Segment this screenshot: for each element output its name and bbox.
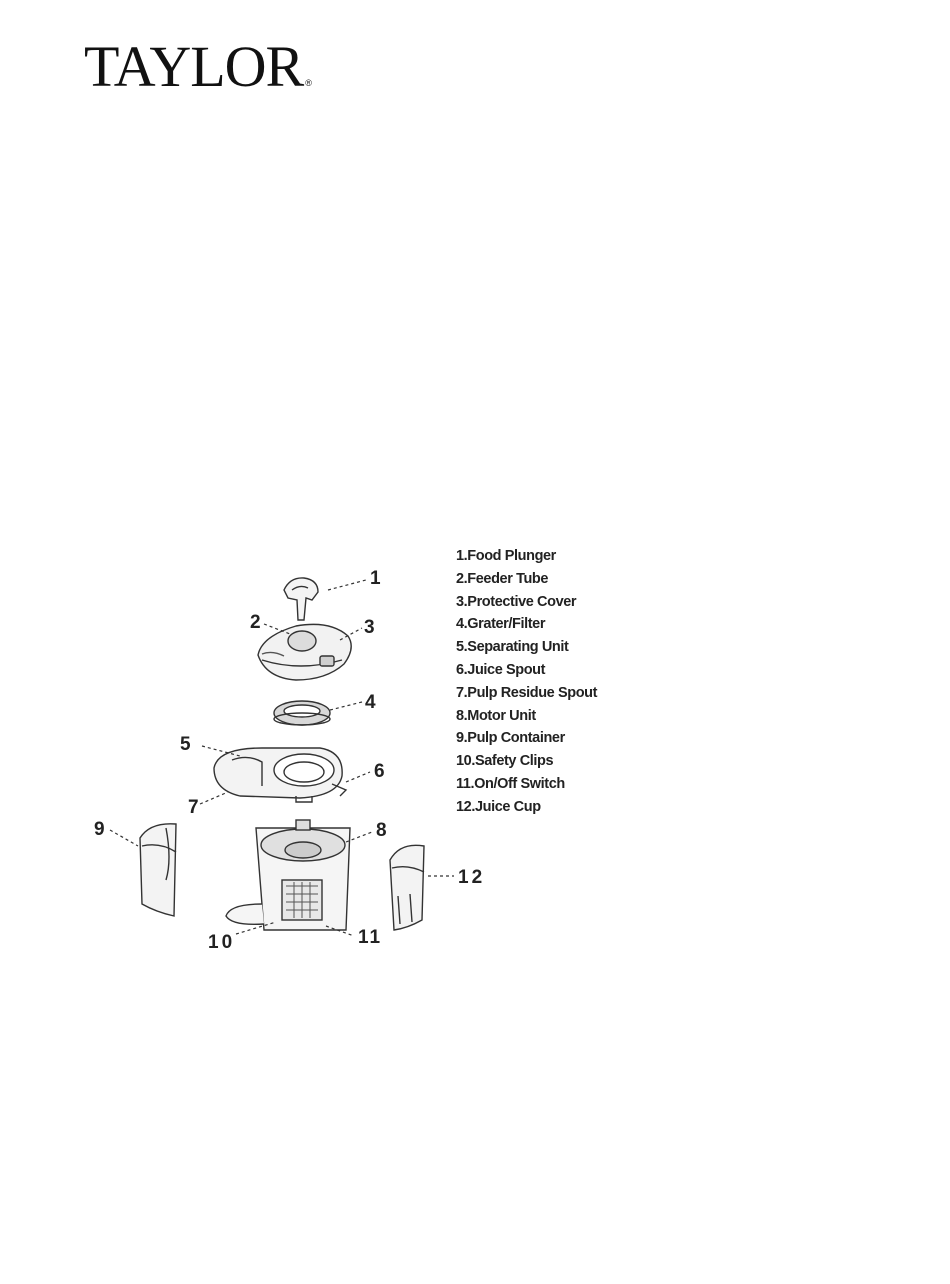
separating-unit-part bbox=[214, 748, 346, 802]
legend-item: 8.Motor Unit bbox=[456, 706, 597, 729]
grater-filter-part bbox=[274, 701, 330, 725]
juice-cup-part bbox=[390, 845, 424, 930]
callout-8: 8 bbox=[376, 821, 387, 840]
legend-item: 10.Safety Clips bbox=[456, 751, 597, 774]
callout-2: 2 bbox=[250, 613, 261, 632]
motor-unit-part bbox=[226, 820, 350, 930]
legend-item: 9.Pulp Container bbox=[456, 728, 597, 751]
legend-item: 1.Food Plunger bbox=[456, 546, 597, 569]
food-plunger-part bbox=[284, 578, 318, 620]
callout-5: 5 bbox=[180, 735, 191, 754]
legend-item: 6.Juice Spout bbox=[456, 660, 597, 683]
pulp-container-part bbox=[140, 824, 176, 916]
callout-12: 12 bbox=[458, 868, 485, 887]
protective-cover-part bbox=[258, 624, 351, 680]
callout-3: 3 bbox=[364, 618, 375, 637]
legend-item: 4.Grater/Filter bbox=[456, 614, 597, 637]
parts-legend: 1.Food Plunger 2.Feeder Tube 3.Protectiv… bbox=[456, 546, 597, 820]
legend-item: 3.Protective Cover bbox=[456, 592, 597, 615]
callout-9: 9 bbox=[94, 820, 105, 839]
callout-11: 11 bbox=[358, 928, 382, 947]
callout-6: 6 bbox=[374, 762, 385, 781]
legend-item: 12.Juice Cup bbox=[456, 797, 597, 820]
callout-4: 4 bbox=[365, 693, 376, 712]
legend-item: 11.On/Off Switch bbox=[456, 774, 597, 797]
callout-1: 1 bbox=[370, 569, 381, 588]
legend-item: 2.Feeder Tube bbox=[456, 569, 597, 592]
callout-10: 10 bbox=[208, 933, 235, 952]
legend-item: 5.Separating Unit bbox=[456, 637, 597, 660]
callout-7: 7 bbox=[188, 798, 199, 817]
legend-item: 7.Pulp Residue Spout bbox=[456, 683, 597, 706]
